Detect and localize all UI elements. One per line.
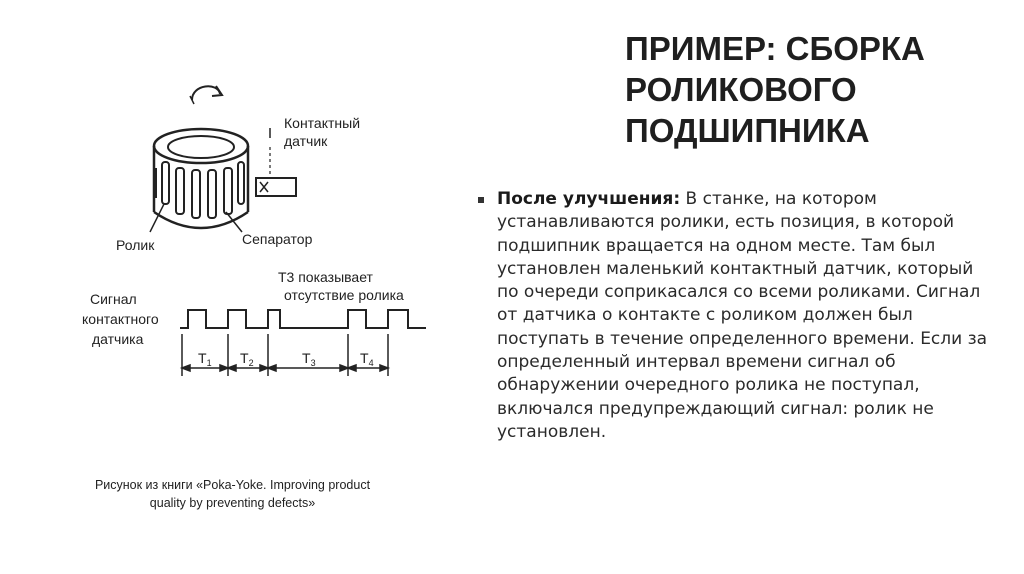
bullet-list: После улучшения: В станке, на котором ус…: [478, 188, 998, 444]
label-t3-line-1: T3 показывает: [278, 269, 374, 285]
label-sensor-2: датчик: [284, 133, 328, 149]
title-line-1: ПРИМЕР: СБОРКА: [625, 30, 925, 67]
timing-t3-label: T3: [302, 350, 316, 368]
timing-t2-label: T2: [240, 350, 254, 368]
bearing-illustration: [149, 127, 297, 233]
bullet-body: В станке, на котором устанавливаются рол…: [497, 189, 988, 442]
label-roller: Ролик: [116, 237, 155, 253]
label-signal-2: контактного: [82, 311, 159, 327]
caption-line-1: Рисунок из книги «Poka-Yoke. Improving p…: [94, 478, 371, 492]
slide-title: ПРИМЕР: СБОРКА РОЛИКОВОГО ПОДШИПНИКА: [625, 28, 1005, 151]
bullet-lead: После улучшения:: [497, 189, 681, 209]
title-line-3: ПОДШИПНИКА: [625, 112, 870, 149]
bullet-text: После улучшения: В станке, на котором ус…: [497, 188, 997, 444]
figure-caption: Рисунок из книги «Poka-Yoke. Improving p…: [60, 476, 405, 512]
label-sensor-1: Контактный: [284, 115, 360, 131]
caption-line-2: quality by preventing defects»: [149, 496, 316, 510]
bearing-diagram: Контактный датчик Ролик Сепаратор T3 пок…: [82, 85, 426, 376]
timing-t1-label: T1: [198, 350, 212, 368]
bullet-item: После улучшения: В станке, на котором ус…: [478, 188, 998, 444]
label-signal-3: датчика: [92, 331, 144, 347]
timing-dimensions: [179, 334, 391, 376]
sensor-waveform: [180, 309, 426, 329]
label-signal-1: Сигнал: [90, 291, 137, 307]
timing-t4-label: T4: [360, 350, 374, 368]
bullet-square-icon: [478, 197, 484, 203]
title-line-2: РОЛИКОВОГО: [625, 71, 857, 108]
label-separator: Сепаратор: [242, 231, 313, 247]
label-t3-line-2: отсутствие ролика: [284, 287, 404, 303]
rotation-arrow-icon: [189, 85, 224, 105]
